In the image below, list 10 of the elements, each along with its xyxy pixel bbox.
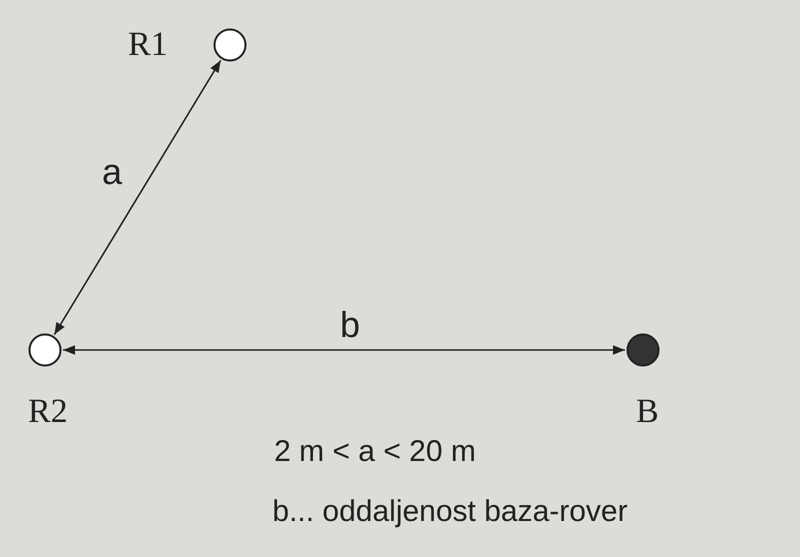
- note-text: b... oddaljenost baza-rover: [272, 497, 628, 527]
- point-label: R2: [28, 395, 68, 429]
- double-arrow: [54, 60, 222, 336]
- open-circle: [28, 333, 62, 367]
- double-arrow: [63, 345, 625, 355]
- point-label: B: [636, 395, 659, 429]
- open-circle: [213, 28, 247, 62]
- note-text: 2 m < a < 20 m: [274, 437, 476, 467]
- filled-circle: [626, 333, 660, 367]
- point-label: R1: [128, 28, 168, 62]
